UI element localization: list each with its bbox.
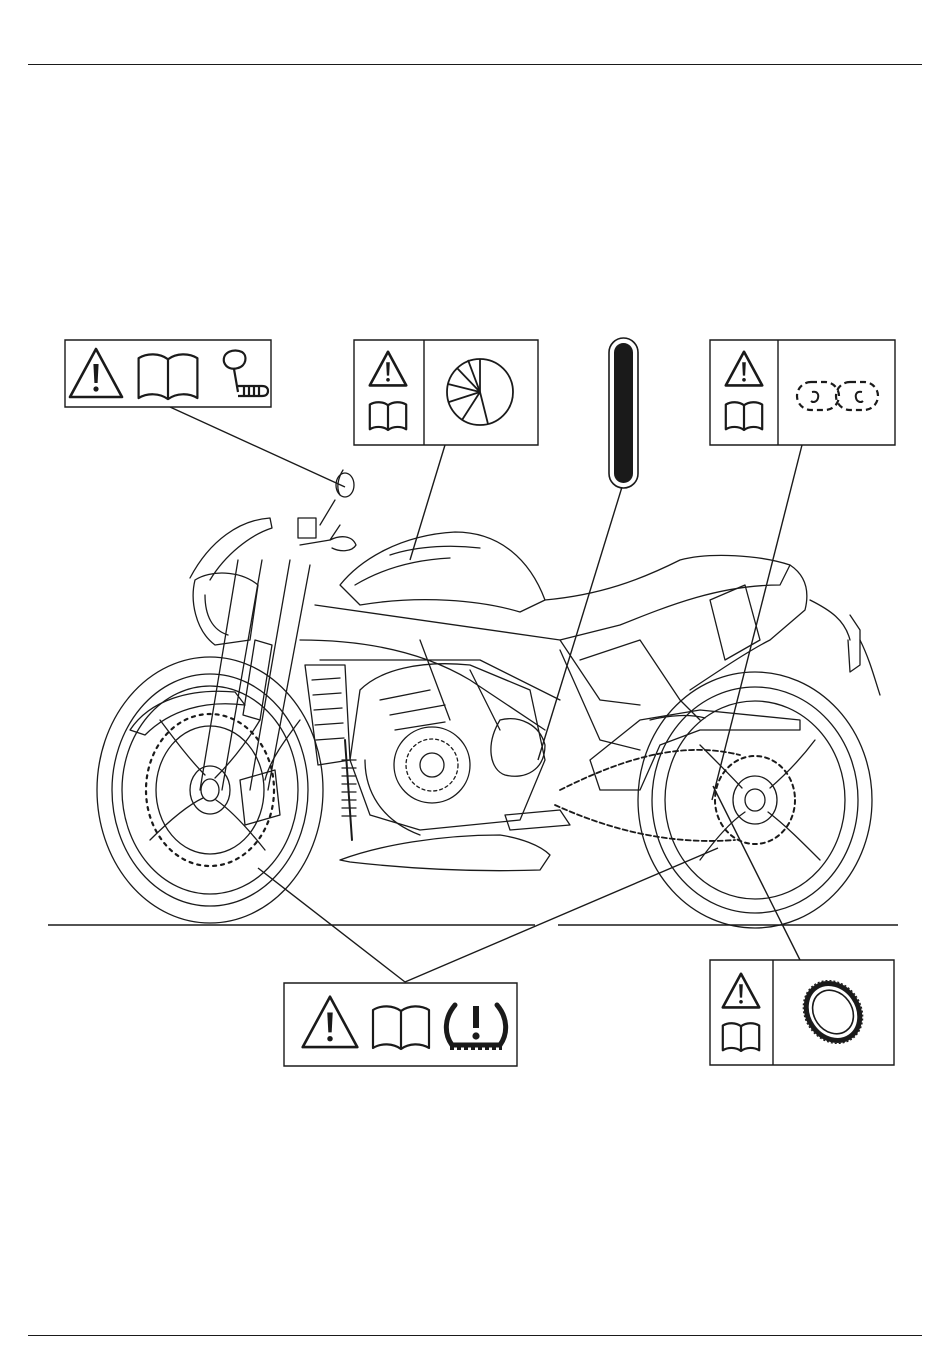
mirror-label [65,340,271,407]
front-wheel [97,657,323,923]
fuel-label [354,340,538,445]
tpms-label [284,983,517,1066]
motorcycle-drawing [97,470,880,928]
rear-wheel [638,672,872,928]
chain-label [710,340,895,445]
engine-tag [609,338,638,488]
tyre-label [710,960,894,1065]
